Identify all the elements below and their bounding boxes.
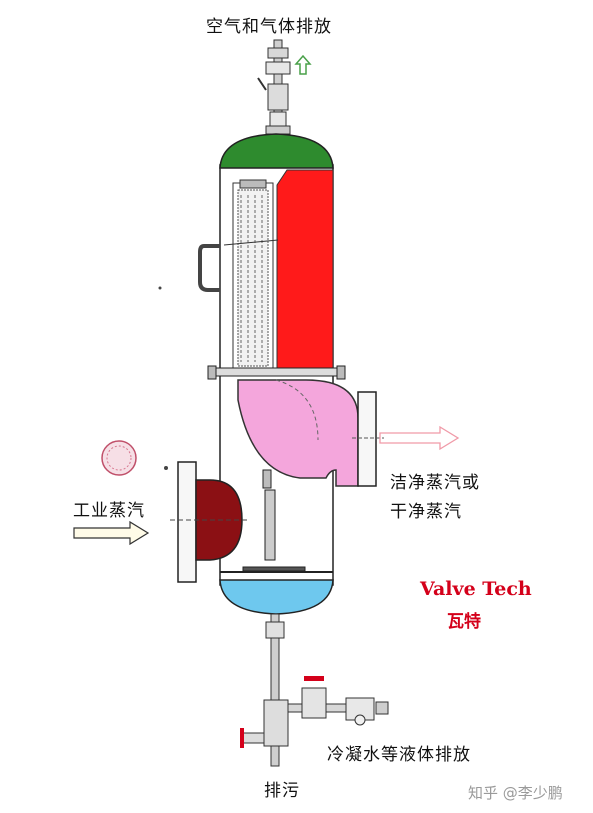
condensate-label: 冷凝水等液体排放 xyxy=(327,745,471,765)
outlet-label-line1: 洁净蒸汽或 xyxy=(390,473,480,493)
vent-valve-assembly xyxy=(257,39,291,135)
blowdown-valve xyxy=(263,699,289,747)
inlet-flange xyxy=(177,461,197,583)
condensate-valve xyxy=(301,687,327,719)
brand-en: Valve Tech xyxy=(420,578,532,600)
outlet-arrow-icon xyxy=(379,425,460,451)
vent-label: 空气和气体排放 xyxy=(206,17,332,37)
outlet-label-line2: 干净蒸汽 xyxy=(390,502,462,522)
inlet-label: 工业蒸汽 xyxy=(73,501,145,521)
outlet-flange xyxy=(357,391,377,487)
brand-cn: 瓦特 xyxy=(447,612,481,632)
divider-plate xyxy=(214,367,339,377)
bottom-head xyxy=(219,579,334,615)
clean-chamber xyxy=(276,169,334,369)
outlet-elbow xyxy=(237,379,359,487)
watermark: 知乎 @李少鹏 xyxy=(468,784,563,802)
filter-element xyxy=(232,179,274,371)
side-handle xyxy=(198,244,220,292)
baffle xyxy=(264,489,276,561)
inlet-arrow-icon xyxy=(73,520,150,546)
top-head xyxy=(219,133,334,169)
blowdown-label: 排污 xyxy=(264,781,300,801)
vent-arrow-icon xyxy=(294,54,312,75)
